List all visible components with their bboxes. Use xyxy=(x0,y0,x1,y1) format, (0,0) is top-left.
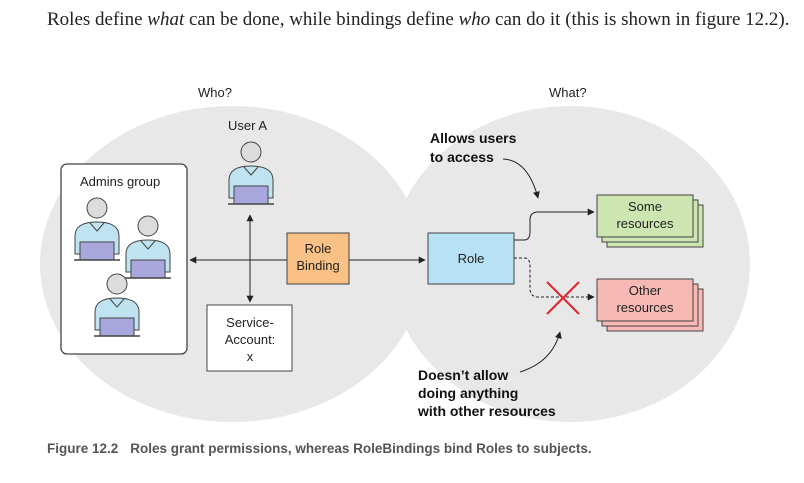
service-account-label-line2: Account: xyxy=(225,332,276,347)
figure-caption: Figure 12.2 Roles grant permissions, wher… xyxy=(47,441,592,456)
allows-note-pointer xyxy=(502,158,540,199)
what-label: What? xyxy=(549,85,587,100)
deny-note-line3: with other resources xyxy=(417,403,556,419)
figure-caption-text: Roles grant permissions, whereas RoleBin… xyxy=(130,441,592,456)
some-resources-label-line1: Some xyxy=(628,199,662,214)
other-resources-stack xyxy=(596,278,704,332)
role-label: Role xyxy=(458,251,485,266)
some-resources-stack xyxy=(596,194,704,248)
intro-text-2: can be done, while bindings define xyxy=(184,9,459,30)
deny-note-line1: Doesn’t allow xyxy=(418,367,508,383)
role-binding-label-line2: Binding xyxy=(296,258,339,273)
other-resources-label-line2: resources xyxy=(616,300,674,315)
role-box xyxy=(427,232,515,285)
other-resources-label-line1: Other xyxy=(629,283,662,298)
role-to-other-resources-dashed-arrow xyxy=(514,257,595,301)
intro-paragraph: Roles define what can be done, while bin… xyxy=(47,6,797,34)
intro-text-1: Roles define xyxy=(47,9,148,30)
figure-number: Figure 12.2 xyxy=(47,441,119,456)
deny-cross-icon xyxy=(546,281,580,315)
what-ellipse xyxy=(390,106,750,422)
intro-emphasis-who: who xyxy=(458,9,491,30)
intro-emphasis-what: what xyxy=(147,9,185,30)
some-resources-label-line2: resources xyxy=(616,216,674,231)
deny-note-pointer xyxy=(519,331,562,373)
service-account-label-line1: Service- xyxy=(226,315,274,330)
user-a-label: User A xyxy=(228,118,267,133)
role-binding-label-line1: Role xyxy=(305,241,332,256)
admins-group-label: Admins group xyxy=(80,174,160,189)
allows-note-line1: Allows users xyxy=(430,130,517,146)
role-to-some-resources-arrow xyxy=(514,208,595,241)
deny-note-line2: doing anything xyxy=(418,385,518,401)
allows-note-line2: to access xyxy=(430,149,494,165)
intro-text-3: can do it (this is shown in figure 12.2)… xyxy=(490,9,790,30)
role-binding-box xyxy=(286,232,350,285)
service-account-box xyxy=(206,304,293,372)
service-account-label-line3: x xyxy=(247,349,254,364)
who-label: Who? xyxy=(198,85,232,100)
